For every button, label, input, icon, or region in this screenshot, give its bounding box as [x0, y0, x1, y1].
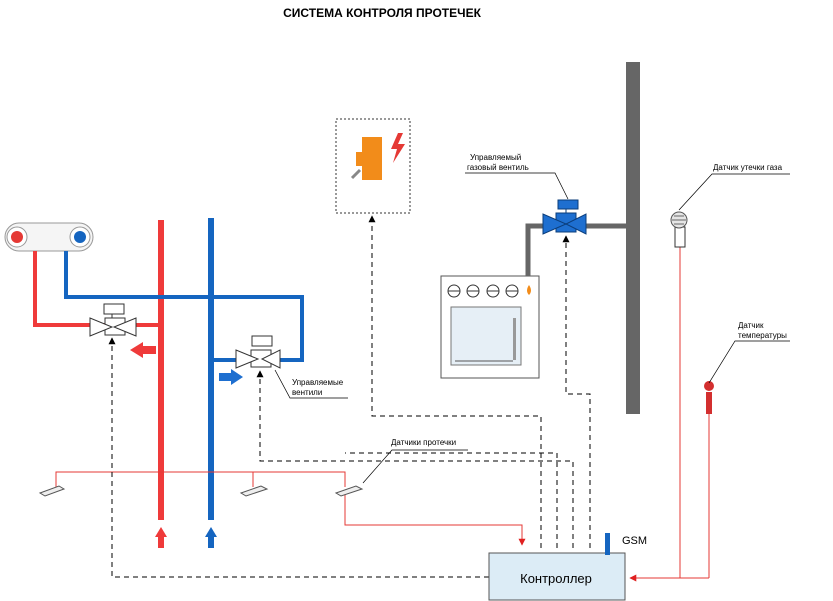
gas-valve-label-line2: газовый вентиль — [467, 163, 529, 172]
water-valves-label-line1: Управляемые — [292, 378, 344, 387]
temp-sensor-label-line1: Датчик — [738, 321, 764, 330]
gas-valve-label-line1: Управляемый — [470, 153, 521, 162]
gas-stove — [440, 275, 540, 379]
diagram-title: СИСТЕМА КОНТРОЛЯ ПРОТЕЧЕК — [283, 6, 481, 20]
leak-sensor-1 — [38, 485, 66, 497]
flame-icon — [527, 285, 531, 295]
temperature-sensor — [704, 381, 714, 578]
gas-pipes — [525, 62, 640, 414]
gsm-antenna — [605, 533, 610, 555]
water-valves-label-line2: вентили — [292, 388, 322, 397]
controller-label: Контроллер — [520, 571, 592, 586]
hot-water-pipes — [33, 220, 167, 548]
gas-leak-sensor — [670, 211, 688, 578]
gas-valve — [542, 199, 587, 235]
lightning-icon — [391, 133, 405, 163]
temp-sensor-label-line2: температуры — [738, 331, 787, 340]
leak-sensor-3 — [334, 485, 364, 497]
gsm-label: GSM — [622, 535, 647, 547]
cold-inlet-arrow — [205, 527, 217, 548]
water-valve-cold — [235, 335, 281, 369]
control-lines — [108, 215, 591, 578]
water-valve-hot — [89, 303, 137, 337]
electric-boiler — [335, 118, 411, 214]
cold-water-pipes — [64, 218, 304, 548]
hot-inlet-arrow — [155, 527, 167, 548]
mixer-tap — [4, 222, 94, 252]
gas-leak-sensor-label: Датчик утечки газа — [713, 163, 783, 172]
controller — [488, 533, 626, 601]
leak-sensors — [38, 471, 526, 546]
leak-sensor-2 — [239, 485, 269, 497]
leak-sensors-label: Датчики протечки — [391, 438, 456, 447]
